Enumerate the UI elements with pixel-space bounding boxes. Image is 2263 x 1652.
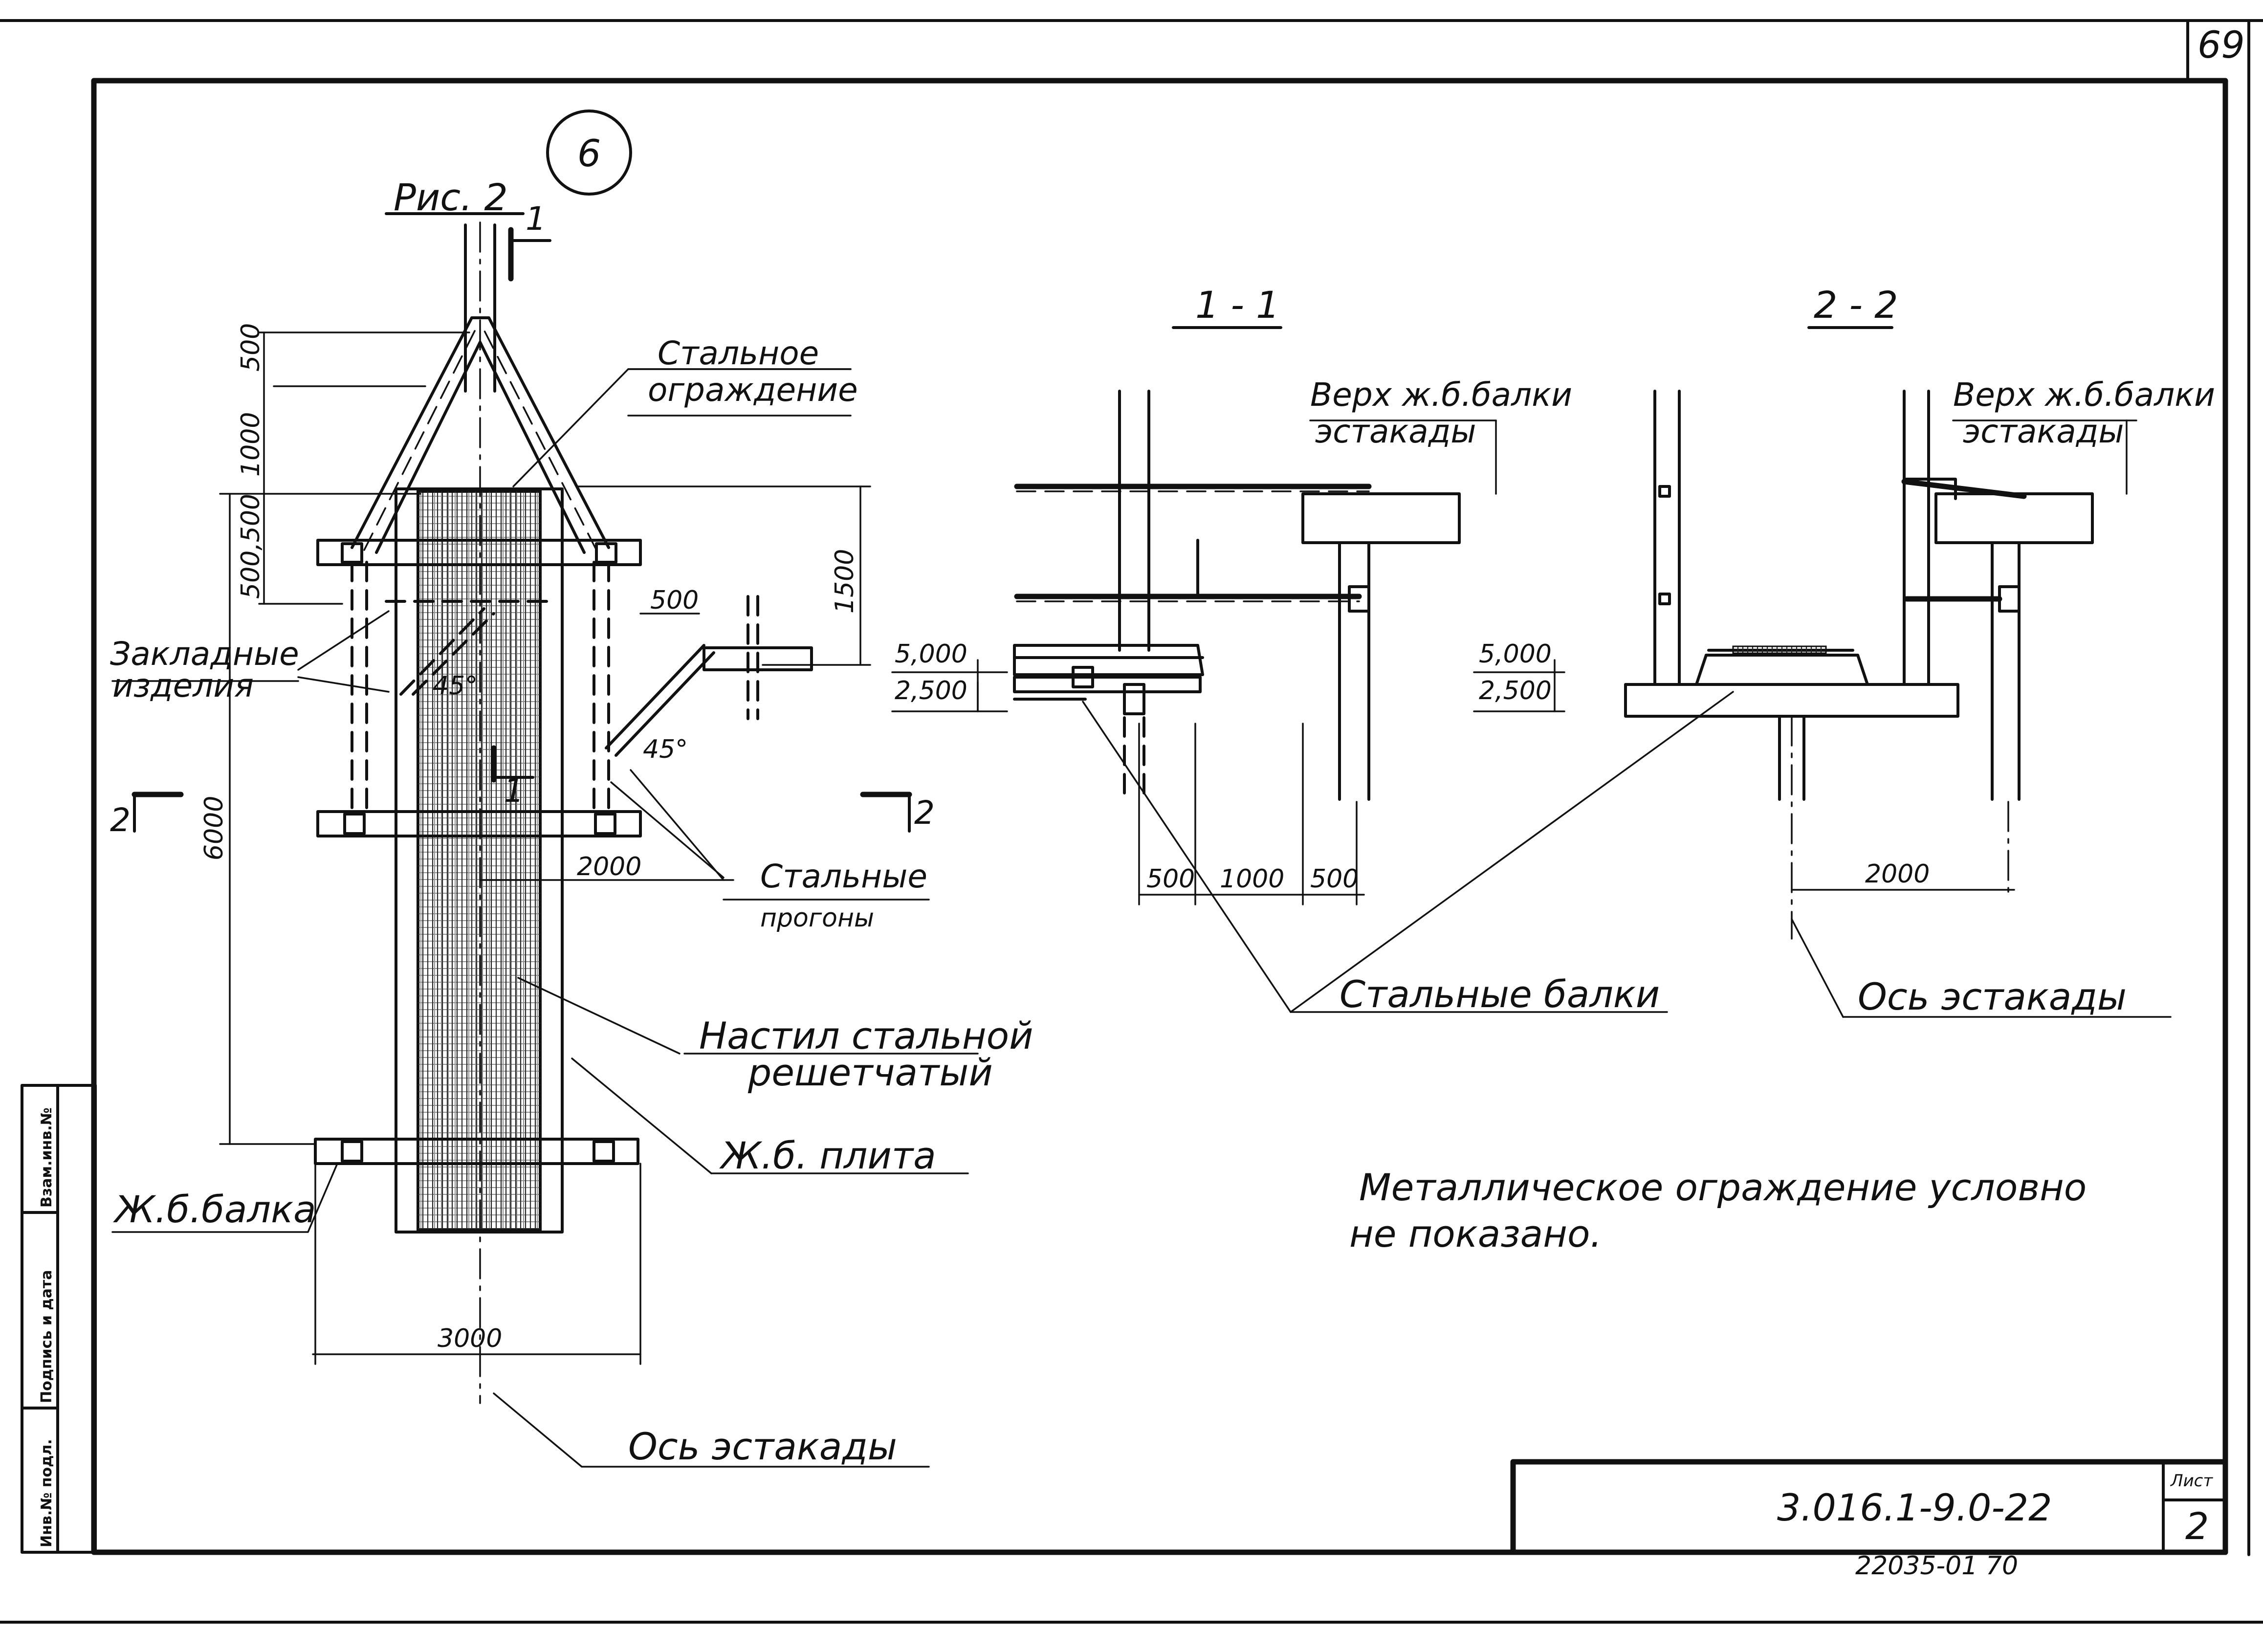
archive-number: 22035-01 70 [1855, 1551, 2018, 1581]
sheet-frame [0, 19, 2263, 1624]
dim-3000: 3000 [438, 1324, 502, 1353]
detail-circle [546, 110, 632, 196]
section-2-elev-bot: 2,500 [1479, 676, 1552, 705]
section-1-elev-bot: 2,500 [895, 676, 967, 705]
section-2-top-1: Верх ж.б.балки [1953, 376, 2215, 414]
section-2-title: 2 - 2 [1814, 283, 1898, 327]
label-beam: Ж.б.балка [113, 1188, 316, 1231]
section-1-dim-c: 500 [1310, 864, 1359, 894]
plan-view [111, 110, 979, 1468]
label-axis-plan: Ось эстакады [628, 1425, 897, 1468]
steel-beams-leader [1082, 691, 1734, 1013]
section-1-dim-a: 500 [1146, 864, 1195, 894]
detail-number: 6 [577, 132, 601, 175]
label-purlins-1: Стальные [760, 858, 927, 895]
stamp-replacing: Взам.инв.№ [38, 1107, 55, 1208]
sheet-label: Лист [2170, 1471, 2213, 1491]
label-slab: Ж.б. плита [719, 1134, 936, 1177]
label-grating-1: Настил стальной [699, 1014, 1033, 1057]
dim-2000: 2000 [577, 852, 641, 881]
dim-1500: 1500 [830, 549, 859, 614]
section-1-dim-b: 1000 [1220, 864, 1284, 894]
stamp-signature: Подпись и дата [38, 1270, 55, 1403]
label-embedded-1: Закладные [110, 635, 299, 673]
section-mark-1-top: 1 [526, 200, 546, 238]
sheet-number: 2 [2185, 1504, 2209, 1548]
label-embedded-2: изделия [112, 667, 254, 705]
section-2-dim: 2000 [1865, 859, 1930, 889]
section-2-axis: Ось эстакады [1858, 975, 2127, 1018]
section-mark-2-left: 2 [110, 801, 131, 839]
dim-1000: 1000 [236, 412, 265, 477]
stamp-inv-no: Инв.№ подл. [38, 1439, 55, 1547]
note-line-1: Металлическое ограждение условно [1359, 1166, 2087, 1209]
section-mark-2-right: 2 [914, 794, 935, 832]
section-1-title: 1 - 1 [1195, 283, 1279, 327]
section-text: 1 - 1 Верх ж.б.балки эстакады 5,000 2,50… [895, 283, 2215, 1256]
label-grating-2: решетчатый [747, 1051, 993, 1094]
section-1-top-2: эстакады [1315, 413, 1476, 450]
figure-title: Рис. 2 [394, 176, 508, 219]
angle-45-b: 45° [643, 735, 688, 764]
title-block-text: 69 3.016.1-9.0-22 Лист 2 22035-01 70 Инв… [38, 23, 2245, 1581]
dim-6000: 6000 [199, 796, 229, 860]
angle-45-a: 45° [433, 671, 478, 701]
label-steel-beams: Стальные балки [1340, 972, 1660, 1016]
section-1-top-1: Верх ж.б.балки [1310, 376, 1572, 414]
dim-500-500: 500,500 [236, 494, 265, 599]
dim-500a: 500 [236, 323, 265, 372]
section-2-2 [1473, 326, 2172, 1018]
plan-text: 6 Рис. 2 1 1 2 2 Стальное ограждение Зак… [110, 132, 1033, 1468]
dim-500c: 500 [650, 586, 699, 615]
page-number: 69 [2197, 23, 2245, 66]
section-mark-1-mid: 1 [504, 772, 524, 810]
section-2-elev-top: 5,000 [1479, 639, 1552, 669]
section-1-1 [891, 326, 1497, 905]
label-steel-fence-1: Стальное [658, 334, 819, 372]
label-purlins-2: прогоны [760, 903, 874, 933]
label-steel-fence-2: ограждение [648, 371, 858, 409]
section-1-elev-top: 5,000 [895, 639, 967, 669]
note-line-2: не показано. [1349, 1212, 1602, 1256]
document-code: 3.016.1-9.0-22 [1777, 1486, 2052, 1529]
section-2-top-2: эстакады [1963, 413, 2124, 450]
